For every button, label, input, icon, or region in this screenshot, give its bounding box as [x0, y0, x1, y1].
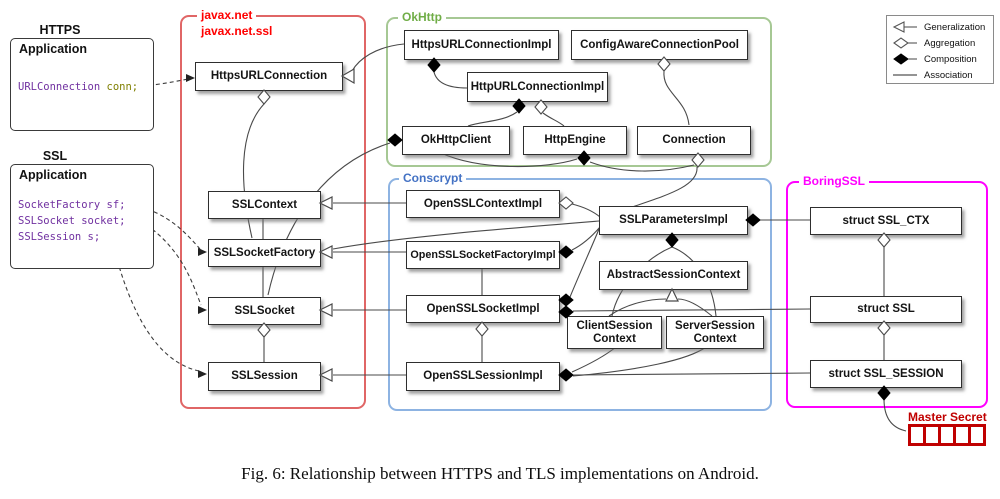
- class-box-httpengine: HttpEngine: [523, 126, 627, 155]
- class-box-sslsession: SSLSession: [208, 362, 321, 391]
- https-app-box: Application URLConnection conn;: [10, 38, 154, 131]
- class-box-httpsurlconnection: HttpsURLConnection: [195, 62, 343, 91]
- region-okhttp: [386, 17, 772, 167]
- region-label-okhttp: OkHttp: [398, 10, 446, 24]
- association-icon: [893, 74, 917, 76]
- ssl-app-label: Application: [19, 168, 88, 182]
- region-label-javax-net-ssl: javax.net.ssl: [197, 24, 277, 38]
- ssl-app-title: SSL: [42, 149, 68, 163]
- class-box-struct-ssl-ctx: struct SSL_CTX: [810, 207, 962, 235]
- class-box-struct-ssl-session: struct SSL_SESSION: [810, 360, 962, 388]
- class-box-opensslcontextimpl: OpenSSLContextImpl: [406, 190, 560, 218]
- ssl-app-box: Application SocketFactory sf;SSLSocket s…: [10, 164, 154, 269]
- master-secret-cells: [908, 424, 986, 446]
- class-box-httpsurlconnectionimpl: HttpsURLConnectionImpl: [404, 30, 559, 60]
- class-box-sslsocketfactory: SSLSocketFactory: [208, 239, 321, 267]
- class-box-sslcontext: SSLContext: [208, 191, 321, 219]
- https-app-title: HTTPS: [39, 23, 81, 37]
- class-box-clientsessioncontext: ClientSession Context: [567, 316, 662, 349]
- class-box-connection: Connection: [637, 126, 751, 155]
- figure-caption: Fig. 6: Relationship between HTTPS and T…: [241, 464, 759, 483]
- class-box-opensslsocketimpl: OpenSSLSocketImpl: [406, 295, 560, 323]
- class-box-sslsocket: SSLSocket: [208, 297, 321, 325]
- master-secret-label: Master Secret: [908, 410, 987, 424]
- region-label-javax-net: javax.net: [197, 8, 257, 22]
- aggregation-icon: [893, 37, 917, 49]
- class-box-struct-ssl: struct SSL: [810, 296, 962, 323]
- class-box-serversessioncontext: ServerSession Context: [666, 316, 764, 349]
- master-secret-cell: [968, 424, 986, 446]
- legend-row-generalization: Generalization: [892, 19, 993, 35]
- https-app-label: Application: [19, 42, 88, 56]
- class-box-okhttpclient: OkHttpClient: [402, 126, 510, 155]
- legend: Generalization Aggregation Composition A…: [886, 15, 994, 84]
- class-box-sslparametersimpl: SSLParametersImpl: [599, 206, 748, 235]
- class-box-opensslsocketfactoryimpl: OpenSSLSocketFactoryImpl: [406, 241, 560, 269]
- composition-icon: [893, 53, 917, 65]
- region-label-boringssl: BoringSSL: [799, 174, 869, 188]
- class-box-configawareconnectionpool: ConfigAwareConnectionPool: [571, 30, 748, 60]
- legend-row-aggregation: Aggregation: [892, 35, 993, 51]
- https-app-code: URLConnection conn;: [18, 81, 139, 93]
- class-box-opensslsessionimpl: OpenSSLSessionImpl: [406, 362, 560, 391]
- ssl-app-code: SocketFactory sf;SSLSocket socket;SSLSes…: [18, 199, 126, 243]
- legend-row-composition: Composition: [892, 51, 993, 67]
- class-box-abstractsessioncontext: AbstractSessionContext: [599, 261, 748, 290]
- generalization-icon: [892, 21, 917, 33]
- class-box-httpurlconnectionimpl: HttpURLConnectionImpl: [467, 72, 608, 102]
- legend-row-association: Association: [892, 67, 993, 83]
- region-label-conscrypt: Conscrypt: [399, 171, 467, 185]
